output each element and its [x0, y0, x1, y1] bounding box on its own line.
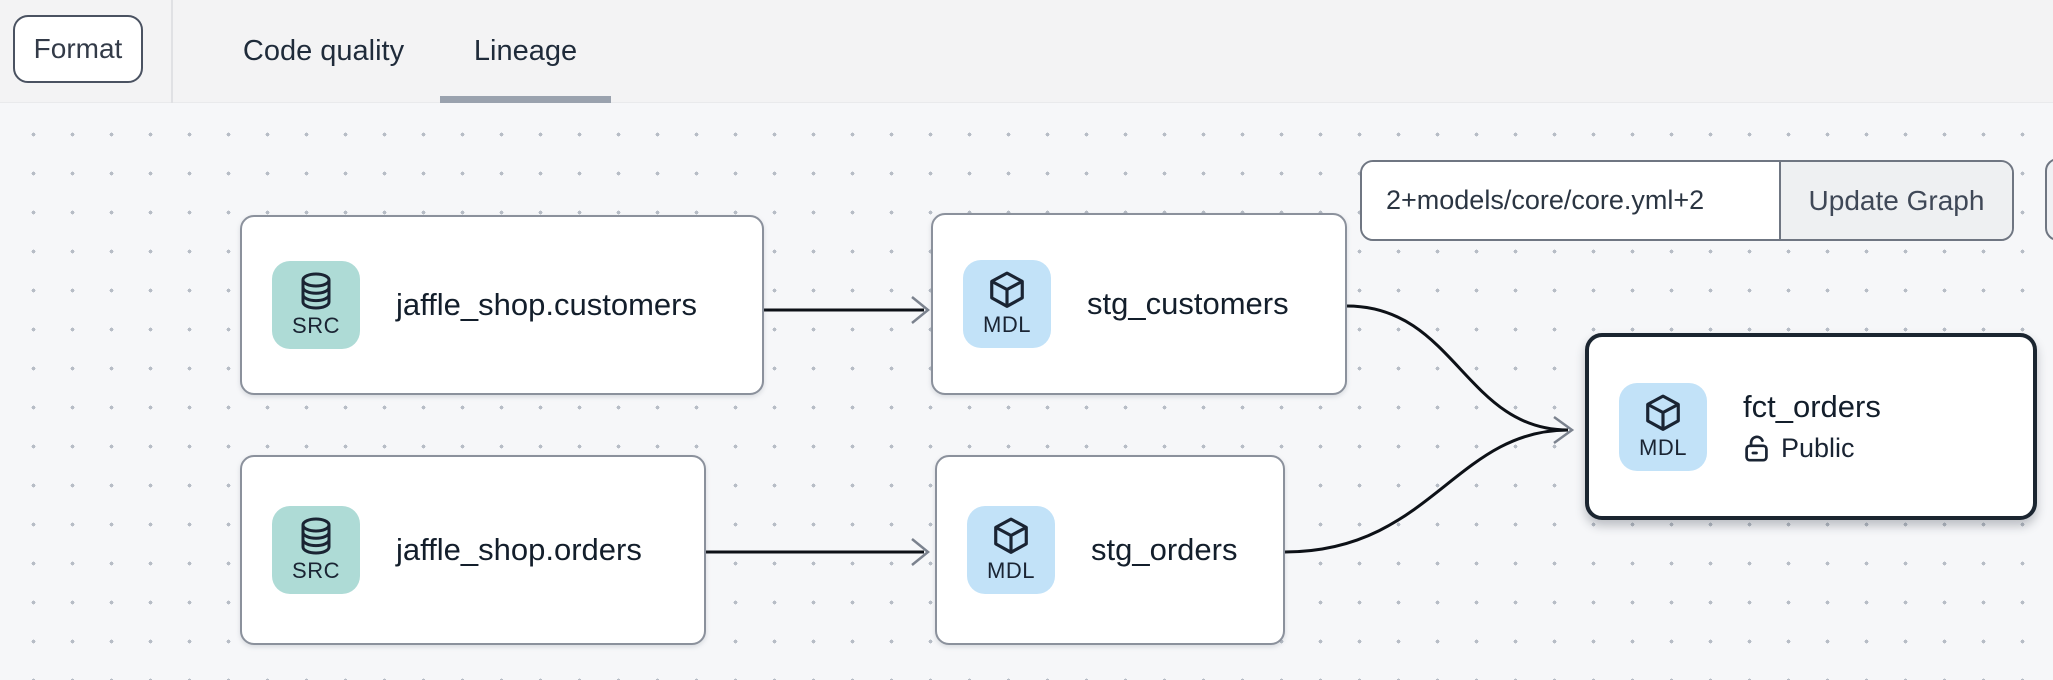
badge-label: SRC	[292, 313, 340, 338]
arrowhead-icon	[911, 538, 930, 566]
access-label: Public	[1781, 433, 1855, 463]
badge-label: SRC	[292, 558, 340, 583]
node-label: jaffle_shop.orders	[396, 532, 642, 567]
node-label: stg_customers	[1087, 286, 1289, 321]
source-badge: SRC	[272, 506, 360, 594]
node-label: stg_orders	[1091, 532, 1238, 567]
model-badge: MDL	[967, 506, 1055, 594]
toolbar-divider	[171, 0, 173, 103]
lineage-node-stg-customers[interactable]: MDL stg_customers	[931, 213, 1347, 395]
tab-lineage-label: Lineage	[473, 35, 578, 67]
arrowhead-icon	[911, 296, 930, 324]
update-graph-button[interactable]: Update Graph	[1779, 162, 2012, 239]
lineage-node-jaffle-shop-customers[interactable]: SRC jaffle_shop.customers	[240, 215, 764, 395]
badge-label: MDL	[987, 558, 1035, 583]
editor-toolbar: Format Code quality Lineage	[0, 0, 2053, 103]
format-button[interactable]: Format	[13, 15, 143, 83]
edge-stg-orders-fct-orders	[1284, 428, 1569, 554]
lineage-node-jaffle-shop-orders[interactable]: SRC jaffle_shop.orders	[240, 455, 706, 645]
graph-extra-button[interactable]	[2045, 158, 2053, 241]
source-badge: SRC	[272, 261, 360, 349]
database-icon	[301, 517, 331, 555]
model-badge: MDL	[1619, 382, 1707, 471]
cube-icon	[990, 271, 1024, 308]
lineage-selector-group: Update Graph	[1360, 160, 2014, 241]
tab-lineage[interactable]: Lineage	[440, 0, 611, 103]
cube-icon	[1646, 394, 1680, 431]
lineage-canvas[interactable]: SRC jaffle_shop.customers MDL stg_custom…	[0, 103, 2053, 680]
database-icon	[301, 272, 331, 310]
node-label: fct_orders	[1743, 389, 1881, 424]
lineage-selector-input[interactable]	[1362, 162, 1779, 239]
node-label: jaffle_shop.customers	[396, 287, 697, 322]
edge-stg-customers-fct-orders	[1346, 304, 1569, 432]
model-badge: MDL	[963, 260, 1051, 348]
badge-label: MDL	[1639, 434, 1687, 460]
tab-code-quality-label: Code quality	[242, 35, 405, 67]
unlock-icon	[1745, 435, 1768, 462]
tab-active-underline	[440, 96, 611, 103]
badge-label: MDL	[983, 312, 1031, 337]
lineage-node-fct-orders[interactable]: MDL fct_orders Public	[1585, 333, 2037, 520]
cube-icon	[994, 517, 1028, 554]
tab-code-quality[interactable]: Code quality	[211, 0, 436, 103]
access-row: Public	[1743, 433, 1881, 464]
arrowhead-icon	[1553, 415, 1575, 445]
lineage-node-stg-orders[interactable]: MDL stg_orders	[935, 455, 1285, 645]
panel-tabs: Code quality Lineage	[211, 0, 611, 103]
